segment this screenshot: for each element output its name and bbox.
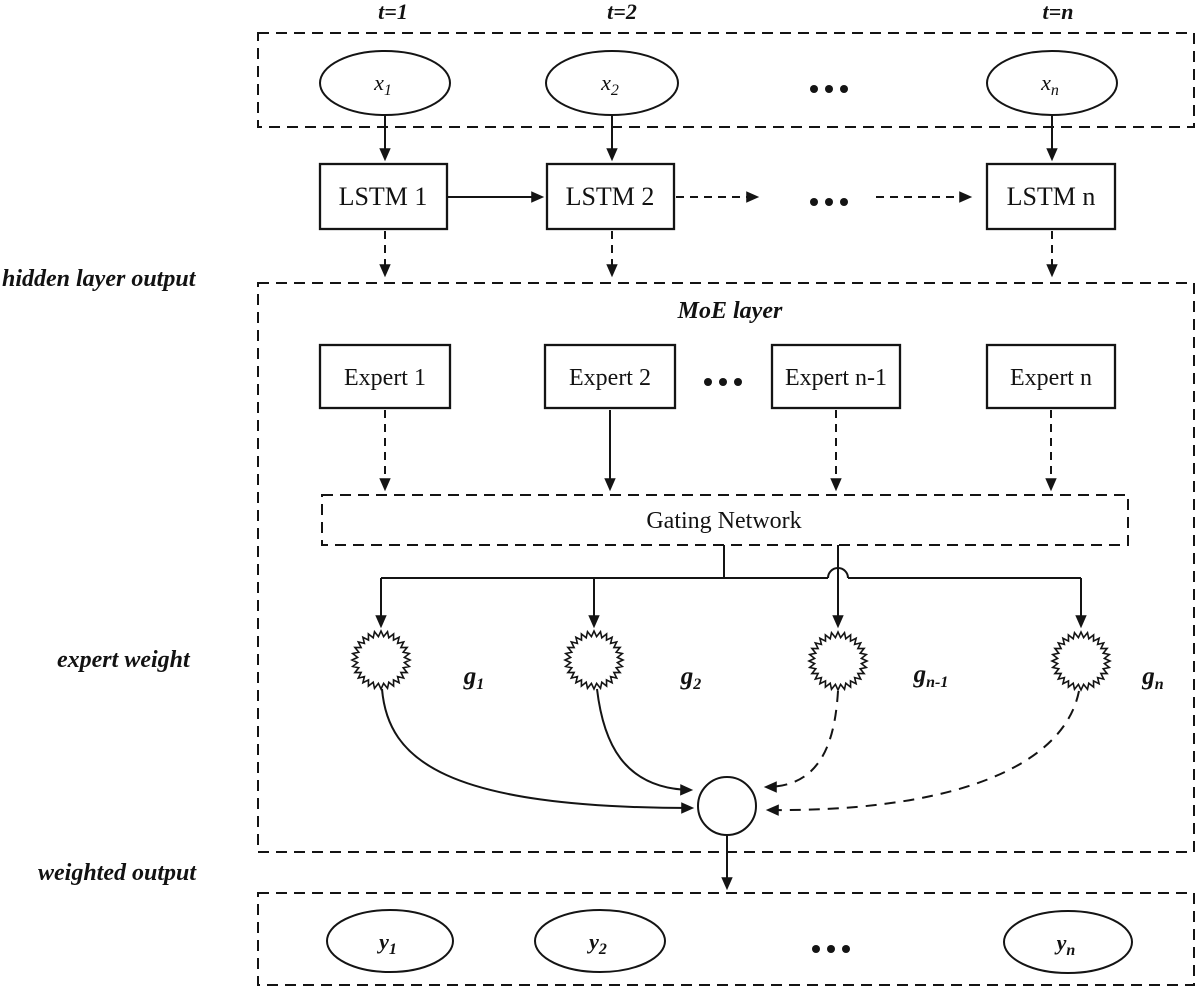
ellipsis-icon-expert-row xyxy=(704,378,742,386)
ellipsis-icon-lstm-row xyxy=(810,198,848,206)
g2-curve xyxy=(596,688,694,796)
input-label-x1: x1 xyxy=(373,70,392,99)
input-to-lstm-arrows xyxy=(379,116,1058,162)
input-container-box xyxy=(257,32,1195,128)
output-label-y2: y2 xyxy=(586,929,607,958)
g1-curve xyxy=(381,688,695,814)
hidden-layer-output-label: hidden layer output xyxy=(2,266,197,292)
gate-starburst-2 xyxy=(563,629,625,691)
expert-to-gating-arrows xyxy=(379,410,1057,492)
input-label-x2: x2 xyxy=(600,70,619,99)
output-label-yn: yn xyxy=(1054,930,1076,959)
lstmn-label: LSTM n xyxy=(1007,182,1096,211)
output-ellipse-y2 xyxy=(534,909,666,973)
expert2-label: Expert 2 xyxy=(569,365,651,391)
gate-label-g2: g2 xyxy=(680,663,702,693)
time-label-t2: t=2 xyxy=(607,0,637,24)
gate-starburst-4 xyxy=(1050,630,1112,692)
expert-weight-label: expert weight xyxy=(57,647,191,673)
lstmn-box xyxy=(985,162,1117,231)
ellipsis-icon-output-row xyxy=(812,945,850,953)
lstm1-box xyxy=(318,162,449,231)
gating-distribution-lines xyxy=(375,545,1087,629)
input-nodes: x1 x2 xn xyxy=(319,50,1118,116)
time-label-tn: t=n xyxy=(1043,0,1074,24)
time-step-labels: t=1 t=2 t=n xyxy=(378,0,1073,24)
ellipsis-icon-input-row xyxy=(810,85,848,93)
expert-n-label: Expert n xyxy=(1010,365,1092,391)
lstm-row: LSTM 1 LSTM 2 LSTM n xyxy=(318,162,1117,231)
output-nodes: y1 y2 yn xyxy=(326,909,1133,974)
expert2-box xyxy=(543,343,677,410)
output-ellipse-y1 xyxy=(326,909,454,973)
input-ellipse-xn xyxy=(986,50,1118,116)
gate-nodes: g1 g2 gn-1 gn xyxy=(350,629,1164,693)
lstm2-label: LSTM 2 xyxy=(566,182,655,211)
gn-curve xyxy=(765,690,1080,816)
gn1-curve xyxy=(763,690,839,793)
expert-row: Expert 1 Expert 2 Expert n-1 Expert n xyxy=(318,343,1117,410)
gate-starburst-3 xyxy=(807,630,869,692)
gating-network-box xyxy=(321,494,1129,546)
output-container-box xyxy=(257,892,1195,986)
time-label-t1: t=1 xyxy=(378,0,408,24)
gating-network-label: Gating Network xyxy=(646,508,801,534)
gate-label-g1: g1 xyxy=(463,663,485,693)
moe-layer-label: MoE layer xyxy=(677,298,783,324)
gate-label-gn1: gn-1 xyxy=(913,661,949,691)
output-ellipse-yn xyxy=(1003,910,1133,974)
input-label-xn: xn xyxy=(1040,70,1059,99)
lstm-to-moe-arrows xyxy=(379,231,1058,278)
lstm2-box xyxy=(545,162,676,231)
expert-n1-label: Expert n-1 xyxy=(785,365,887,391)
expert-n1-box xyxy=(770,343,902,410)
lstm1-label: LSTM 1 xyxy=(339,182,428,211)
weighted-output-label: weighted output xyxy=(38,860,197,886)
gate-to-sum-curves xyxy=(381,688,1080,816)
input-ellipse-x1 xyxy=(319,50,451,116)
gate-starburst-1 xyxy=(350,629,412,691)
input-ellipse-x2 xyxy=(545,50,679,116)
gate-label-gn: gn xyxy=(1141,663,1164,693)
expert1-box xyxy=(318,343,452,410)
sum-node-circle xyxy=(697,776,757,836)
expert-n-box xyxy=(985,343,1117,410)
expert1-label: Expert 1 xyxy=(344,365,426,391)
output-label-y1: y1 xyxy=(376,929,397,958)
